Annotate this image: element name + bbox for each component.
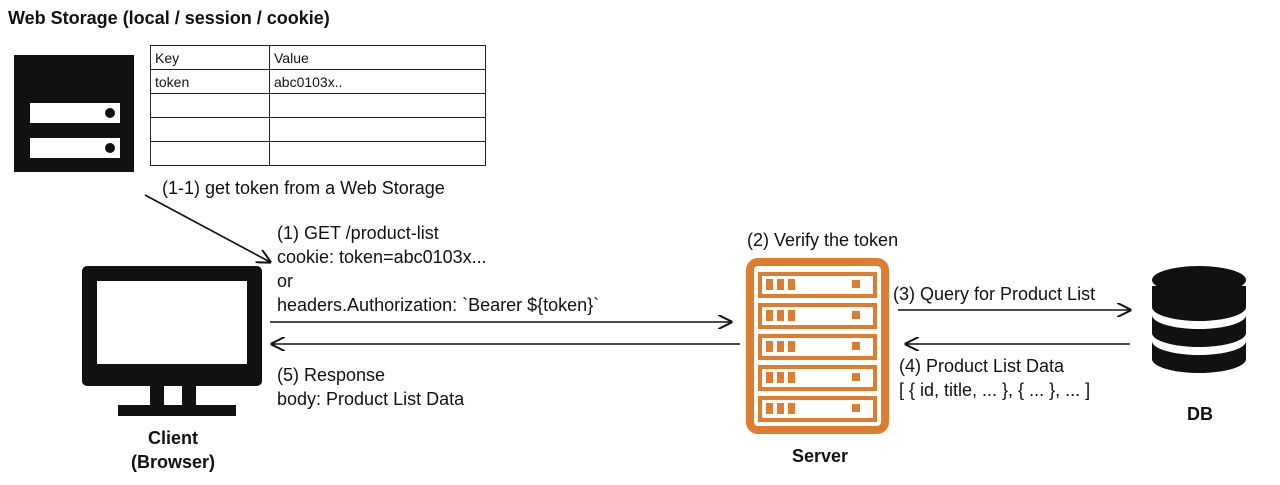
db-label: DB [1187, 404, 1213, 424]
request-line: cookie: token=abc0103x... [277, 247, 487, 267]
get-token-label: (1-1) get token from a Web Storage [162, 178, 445, 198]
database-icon [1132, 258, 1270, 398]
table-header-row: Key Value [150, 45, 486, 70]
table-row [150, 93, 486, 118]
monitor-icon [82, 266, 262, 416]
product-data-label: (4) Product List Data [ { id, title, ...… [899, 354, 1090, 402]
table-row [150, 141, 486, 166]
client-label-line: (Browser) [130, 452, 215, 472]
table-cell: abc0103x.. [269, 69, 486, 94]
table-header-key: Key [150, 45, 270, 70]
table-cell: token [150, 69, 270, 94]
response-label: (5) Response body: Product List Data [277, 363, 464, 411]
client-label: Client (Browser) [82, 426, 264, 474]
storage-table: Key Value token abc0103x.. [150, 45, 486, 166]
query-label: (3) Query for Product List [893, 284, 1096, 304]
table-row [150, 117, 486, 142]
client-label-line: Client [147, 428, 198, 448]
arrow-get-token [144, 194, 270, 262]
response-line: (5) Response [277, 365, 386, 385]
request-label: (1) GET /product-list cookie: token=abc0… [277, 221, 599, 317]
request-line: or [277, 271, 294, 291]
storage-icon [14, 55, 134, 172]
product-data-line: [ { id, title, ... }, { ... }, ... ] [899, 380, 1091, 400]
server-label: Server [791, 446, 849, 466]
request-line: (1) GET /product-list [277, 223, 439, 243]
response-line: body: Product List Data [277, 389, 465, 409]
table-cell [269, 141, 486, 166]
request-line: headers.Authorization: `Bearer ${token}` [277, 295, 600, 315]
table-row: token abc0103x.. [150, 69, 486, 94]
verify-label: (2) Verify the token [747, 230, 899, 250]
table-cell [150, 117, 270, 142]
product-data-line: (4) Product List Data [899, 356, 1065, 376]
table-cell [150, 141, 270, 166]
diagram-title: Web Storage (local / session / cookie) [8, 8, 330, 28]
table-cell [269, 93, 486, 118]
server-icon [740, 256, 889, 434]
